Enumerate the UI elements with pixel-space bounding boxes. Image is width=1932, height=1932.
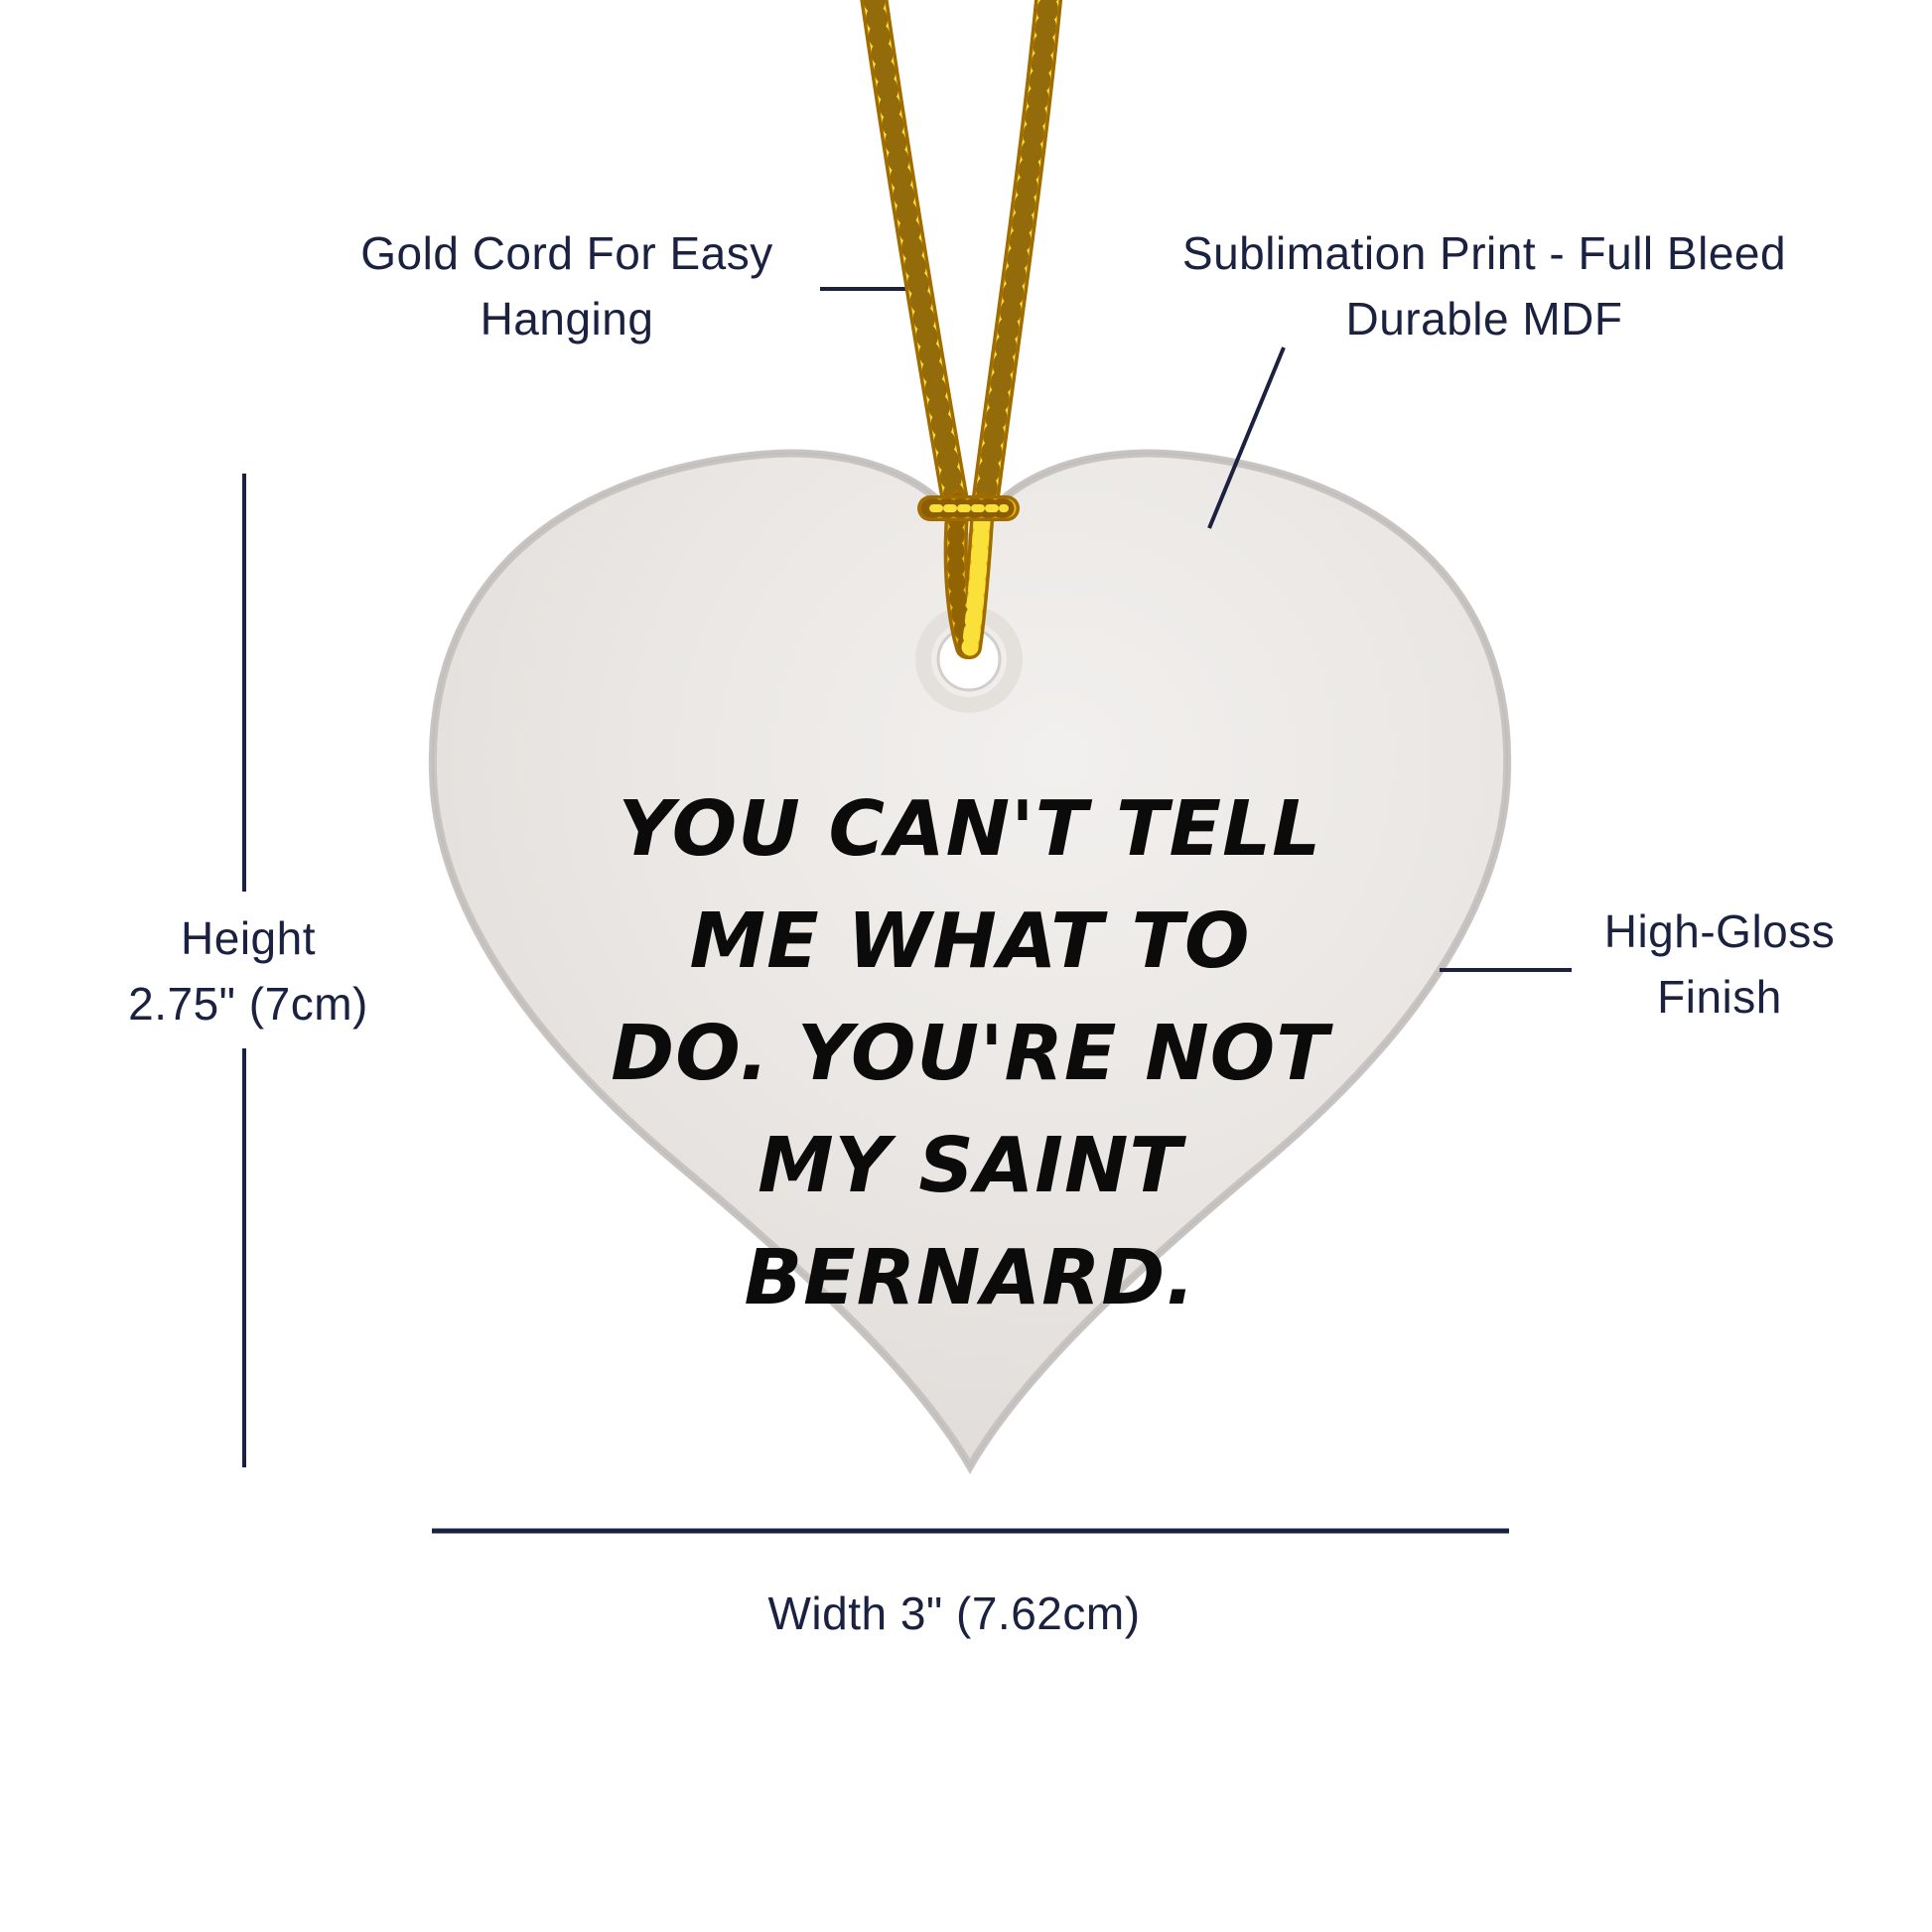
height-dimension-label: Height 2.75" (7cm)	[50, 905, 447, 1036]
print-annotation-label: Sublimation Print - Full Bleed Durable M…	[1087, 220, 1881, 351]
print-annotation-line2: Durable MDF	[1345, 293, 1623, 345]
heart-bevel-edge	[431, 452, 1509, 1468]
quote-line: ME WHAT TO	[689, 897, 1251, 986]
cord-annotation-line1: Gold Cord For Easy	[360, 227, 773, 279]
cord-loop-through-hole	[943, 489, 995, 659]
cord-annotation-label: Gold Cord For Easy Hanging	[269, 220, 865, 351]
ornament-heart	[428, 449, 1512, 1474]
finish-annotation-line2: Finish	[1657, 971, 1782, 1023]
cord-right-strand	[970, 0, 1063, 526]
finish-annotation-line1: High-Gloss	[1603, 905, 1836, 957]
quote-line: BERNARD.	[744, 1234, 1196, 1322]
height-dimension-line1: Height	[181, 912, 316, 964]
width-dimension-label: Width 3" (7.62cm)	[656, 1581, 1252, 1646]
gold-cord	[860, 0, 1063, 659]
print-callout-line	[1207, 346, 1286, 529]
finish-annotation-label: High-Gloss Finish	[1521, 898, 1918, 1030]
height-dimension-line2: 2.75" (7cm)	[128, 978, 368, 1030]
cord-annotation-line2: Hanging	[480, 293, 654, 345]
ornament-quote: YOU CAN'T TELL ME WHAT TO DO. YOU'RE NOT…	[573, 773, 1367, 1334]
quote-line: DO. YOU'RE NOT	[611, 1010, 1329, 1098]
cord-left-strand	[860, 0, 971, 526]
print-annotation-line1: Sublimation Print - Full Bleed	[1181, 227, 1787, 279]
quote-line: MY SAINT	[758, 1122, 1182, 1210]
quote-line: YOU CAN'T TELL	[618, 785, 1322, 874]
width-dimension-text: Width 3" (7.62cm)	[767, 1587, 1141, 1639]
